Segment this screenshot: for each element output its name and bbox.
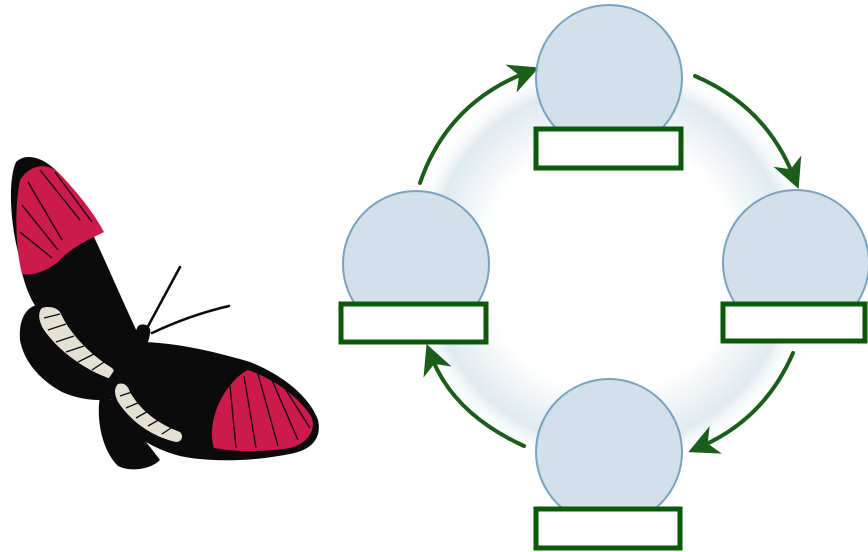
- stage-top: [533, 4, 684, 171]
- arrow-bottom-to-left: [423, 344, 526, 448]
- arrow-right-to-bottom: [688, 351, 795, 454]
- cycle-arrows: [418, 64, 802, 454]
- stage-left: [338, 190, 490, 345]
- stage-top-label-box[interactable]: [533, 126, 684, 171]
- stage-left-label-box[interactable]: [338, 301, 489, 345]
- butterfly-white-band-lower: [115, 383, 183, 442]
- stage-right-label-box[interactable]: [720, 301, 868, 344]
- stage-bottom-circle: [535, 378, 683, 526]
- butterfly-red-band-right: [211, 370, 313, 451]
- arrow-left-to-top: [418, 64, 539, 185]
- butterfly-veins-white-lower: [119, 391, 175, 435]
- butterfly-white-band: [39, 307, 115, 378]
- butterfly-antenna-left: [144, 265, 182, 332]
- butterfly-veins-right: [229, 373, 311, 449]
- butterfly-veins-upper: [19, 169, 93, 259]
- butterfly-hindwing-tail: [98, 396, 160, 470]
- butterfly-body: [97, 324, 151, 399]
- arrow-top-to-right: [693, 74, 802, 189]
- butterfly-illustration: [10, 156, 319, 470]
- butterfly-veins-white: [43, 313, 105, 371]
- stage-bottom-label-box[interactable]: [533, 506, 683, 551]
- cycle-ring-glow: [405, 60, 815, 470]
- stage-bottom: [533, 378, 683, 551]
- stage-right: [720, 189, 868, 344]
- butterfly-antenna-right: [150, 304, 231, 335]
